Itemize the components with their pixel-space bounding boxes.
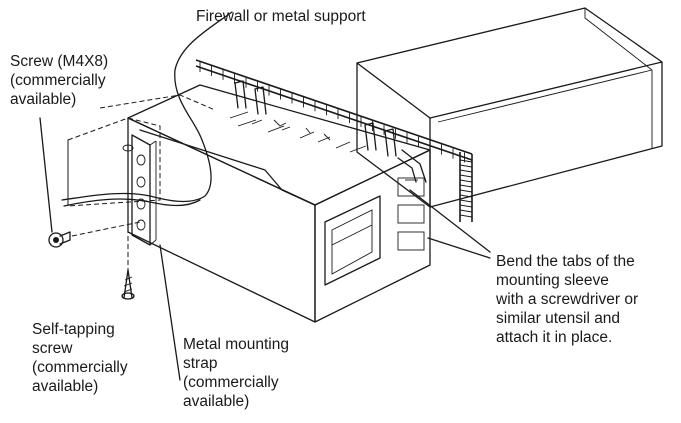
self-tapping-screw-label: Self-tapping screw (commercially availab… [32,320,128,396]
self-tapping-label-line-4: available) [32,378,99,395]
firewall-edge-hatch [459,179,473,183]
bend-tabs-label-line-3: with a screwdriver or [496,291,639,308]
firewall-edge-hatch [459,209,473,213]
metal-strap-label-line-1: Metal mounting [183,336,289,353]
metal-strap [131,134,181,381]
bend-tabs-label-line-5: attach it in place. [496,329,613,346]
bend-tabs-label-line-4: similar utensil and [496,310,621,327]
self-tapping-screw [121,269,135,300]
firewall-panel [195,59,473,222]
self-tapping-label-line-3: (commercially [32,359,128,376]
screw-m4x8 [48,221,141,248]
firewall-edge-hatch [459,189,473,193]
screw-label-line-1: Screw (M4X8) [10,53,109,70]
bend-tabs-label-line-1: Bend the tabs of the [496,253,635,270]
firewall-edge-hatch [459,159,473,163]
firewall-edge-hatch [459,199,473,203]
metal-strap-label-line-2: strap [183,355,218,372]
metal-strap-label: Metal mounting strap (commercially avail… [183,335,289,411]
firewall-edge-hatch [459,194,473,198]
metal-strap-label-line-4: available) [183,393,250,410]
metal-strap-label-line-3: (commercially [183,374,279,391]
stereo-unit [356,7,663,208]
firewall-label-text: Firewall or metal support [196,8,366,25]
screw-label-line-3: available) [10,91,77,108]
firewall-edge-hatch [459,174,473,178]
screw-label: Screw (M4X8) (commercially available) [10,52,108,109]
screw-label-line-2: (commercially [10,72,106,89]
firewall-label: Firewall or metal support [196,7,366,26]
firewall-edge-hatch [459,184,473,188]
firewall-edge-hatch [459,169,473,173]
bend-tabs-label: Bend the tabs of the mounting sleeve wit… [496,252,638,347]
self-tapping-label-line-1: Self-tapping [32,321,115,338]
bend-tabs-label-line-2: mounting sleeve [496,272,609,289]
firewall-edge-hatch [459,204,473,208]
firewall-outline [61,11,233,270]
mounting-sleeve [127,80,431,323]
firewall-edge-hatch [459,214,473,218]
firewall-edge-hatch [459,164,473,168]
leader-lines [39,117,491,259]
self-tapping-label-line-2: screw [32,340,73,357]
